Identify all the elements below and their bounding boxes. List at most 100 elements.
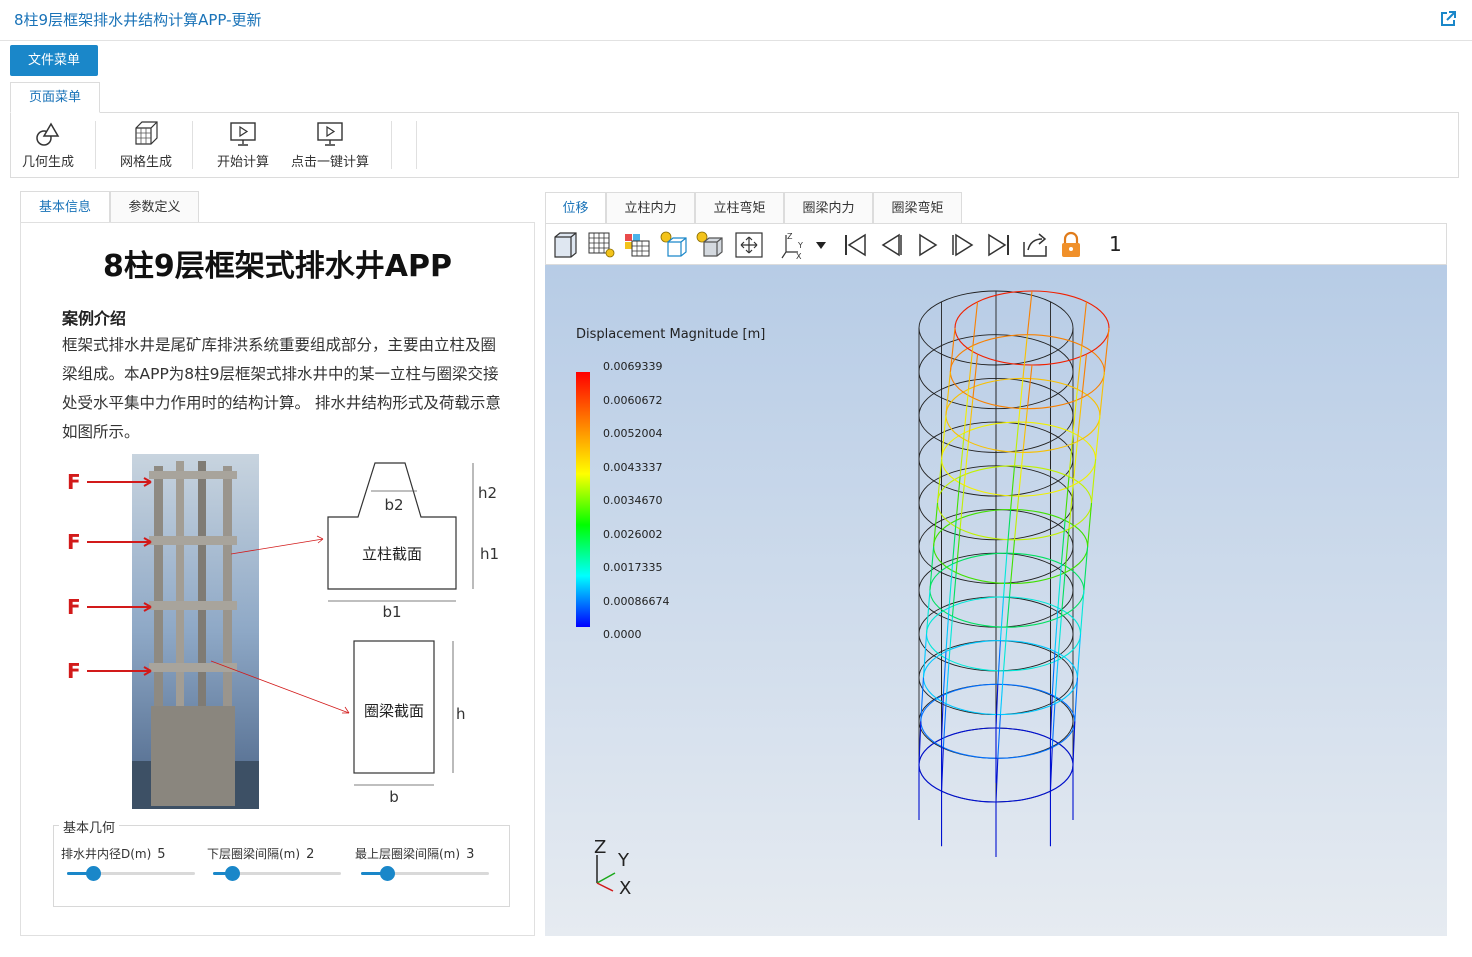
surface-view-icon[interactable]	[551, 230, 581, 260]
start-compute-label: 开始计算	[216, 155, 269, 170]
ribbon-divider	[416, 121, 417, 169]
deformed-column	[1083, 546, 1089, 591]
slider-label: 排水井内径D(m)	[61, 847, 152, 861]
deformed-column	[1018, 452, 1024, 497]
deformed-column	[948, 616, 954, 661]
mesh-button[interactable]: 网格生成	[113, 119, 179, 173]
beam-section: 圈梁截面 h b	[353, 640, 466, 806]
lock-icon[interactable]	[1056, 230, 1086, 260]
3d-viewport[interactable]: Displacement Magnitude [m] 0.0069339 0.0…	[545, 265, 1447, 936]
deformed-column	[945, 371, 951, 416]
one-click-compute-label: 点击一键计算	[290, 155, 369, 170]
geometry-label: 几何生成	[21, 155, 74, 170]
deformed-column	[1054, 660, 1059, 704]
deformed-column	[945, 607, 950, 652]
deformed-column	[1090, 459, 1097, 503]
geometry-fieldset	[53, 825, 510, 907]
deformed-column	[1099, 371, 1105, 416]
deformed-column	[951, 572, 957, 617]
first-frame-icon[interactable]	[840, 230, 870, 260]
deformed-column	[941, 695, 944, 739]
deformed-column	[1060, 572, 1066, 617]
app-title: 8柱9层框架式排水井APP	[103, 249, 452, 284]
deformed-column	[1087, 502, 1093, 547]
deformed-column	[1057, 563, 1062, 608]
previous-frame-icon[interactable]	[876, 230, 906, 260]
deformed-column	[1006, 509, 1012, 554]
mesh-label: 网格生成	[119, 155, 172, 170]
slider-thumb[interactable]	[85, 866, 101, 881]
slider-track[interactable]	[361, 866, 489, 881]
tab-column-moment[interactable]: 立柱弯矩	[695, 192, 784, 224]
deformed-column	[997, 714, 1001, 759]
deformed-column	[1072, 441, 1078, 486]
mesh-view-icon[interactable]	[586, 230, 616, 260]
deformed-column	[936, 459, 943, 503]
one-click-compute-button[interactable]: 点击一键计算	[283, 119, 377, 173]
svg-text:X: X	[796, 252, 802, 260]
tab-basic-info[interactable]: 基本信息	[20, 191, 110, 223]
deformed-column	[1051, 703, 1056, 748]
deformed-column	[1068, 485, 1074, 530]
colorbar-label: 0.0017335	[603, 561, 663, 574]
tab-column-force[interactable]: 立柱内力	[606, 192, 695, 224]
deformed-column	[1006, 583, 1012, 628]
axis-z-label: Z	[594, 837, 606, 858]
geometry-button[interactable]: 几何生成	[15, 119, 81, 173]
deformed-column	[999, 670, 1005, 715]
deformed-column	[1002, 553, 1008, 597]
play-icon[interactable]	[912, 230, 942, 260]
deformed-column	[995, 758, 999, 803]
wireframe-light-icon[interactable]	[658, 230, 688, 260]
external-link-icon[interactable]	[1438, 9, 1458, 29]
slider-track[interactable]	[67, 866, 195, 881]
deformed-column	[1026, 290, 1033, 335]
ribbon-divider	[95, 121, 96, 169]
deformed-column	[1060, 520, 1066, 565]
dim-h: h	[456, 705, 466, 723]
geometry-legend: 基本几何	[59, 817, 120, 836]
cell-color-icon[interactable]	[622, 230, 652, 260]
deformed-column	[1074, 677, 1078, 722]
slider-track[interactable]	[213, 866, 341, 881]
tab-beam-force[interactable]: 圈梁内力	[784, 192, 873, 224]
deformed-column	[942, 703, 947, 748]
monitor-play-icon	[230, 122, 256, 146]
file-menu-button[interactable]: 文件菜单	[10, 45, 98, 76]
deformed-column	[948, 563, 954, 608]
tab-parameters[interactable]: 参数定义	[110, 191, 199, 223]
dim-h1: h1	[480, 545, 499, 563]
deformed-column	[963, 389, 970, 433]
solid-light-icon[interactable]	[694, 230, 724, 260]
force-label: F	[67, 470, 81, 494]
deformed-column	[942, 651, 947, 696]
start-compute-button[interactable]: 开始计算	[211, 119, 275, 173]
column-section-label: 立柱截面	[362, 545, 422, 563]
colorbar-title: Displacement Magnitude [m]	[576, 327, 766, 342]
export-icon[interactable]	[1020, 230, 1050, 260]
axis-orientation-dropdown-icon[interactable]: ZYX	[778, 230, 828, 260]
tab-displacement[interactable]: 位移	[545, 192, 606, 224]
slider-value: 2	[306, 847, 315, 862]
fit-view-icon[interactable]	[734, 230, 764, 260]
deformed-column	[920, 677, 924, 722]
monitor-play-icon	[317, 122, 343, 146]
tab-beam-moment[interactable]: 圈梁弯矩	[873, 192, 962, 224]
slider-thumb[interactable]	[225, 866, 241, 881]
deformed-column	[1079, 590, 1085, 634]
slider-fill	[213, 872, 233, 875]
deformed-column	[951, 520, 957, 565]
deformed-column	[1064, 476, 1070, 521]
last-frame-icon[interactable]	[984, 230, 1014, 260]
case-description: 框架式排水井是尾矿库排洪系统重要组成部分，主要由立柱及圈梁组成。本APP为8柱9…	[62, 336, 501, 441]
deformed-column	[963, 441, 970, 486]
case-heading: 案例介绍	[62, 309, 127, 328]
slider-thumb[interactable]	[379, 866, 395, 881]
slider-fill	[361, 872, 387, 875]
next-frame-icon[interactable]	[948, 230, 978, 260]
deformed-column	[1068, 432, 1074, 477]
tab-page-menu[interactable]: 页面菜单	[10, 82, 100, 113]
deformed-column	[1022, 334, 1028, 379]
shaft-photo	[132, 454, 259, 809]
deformed-column	[922, 633, 928, 678]
